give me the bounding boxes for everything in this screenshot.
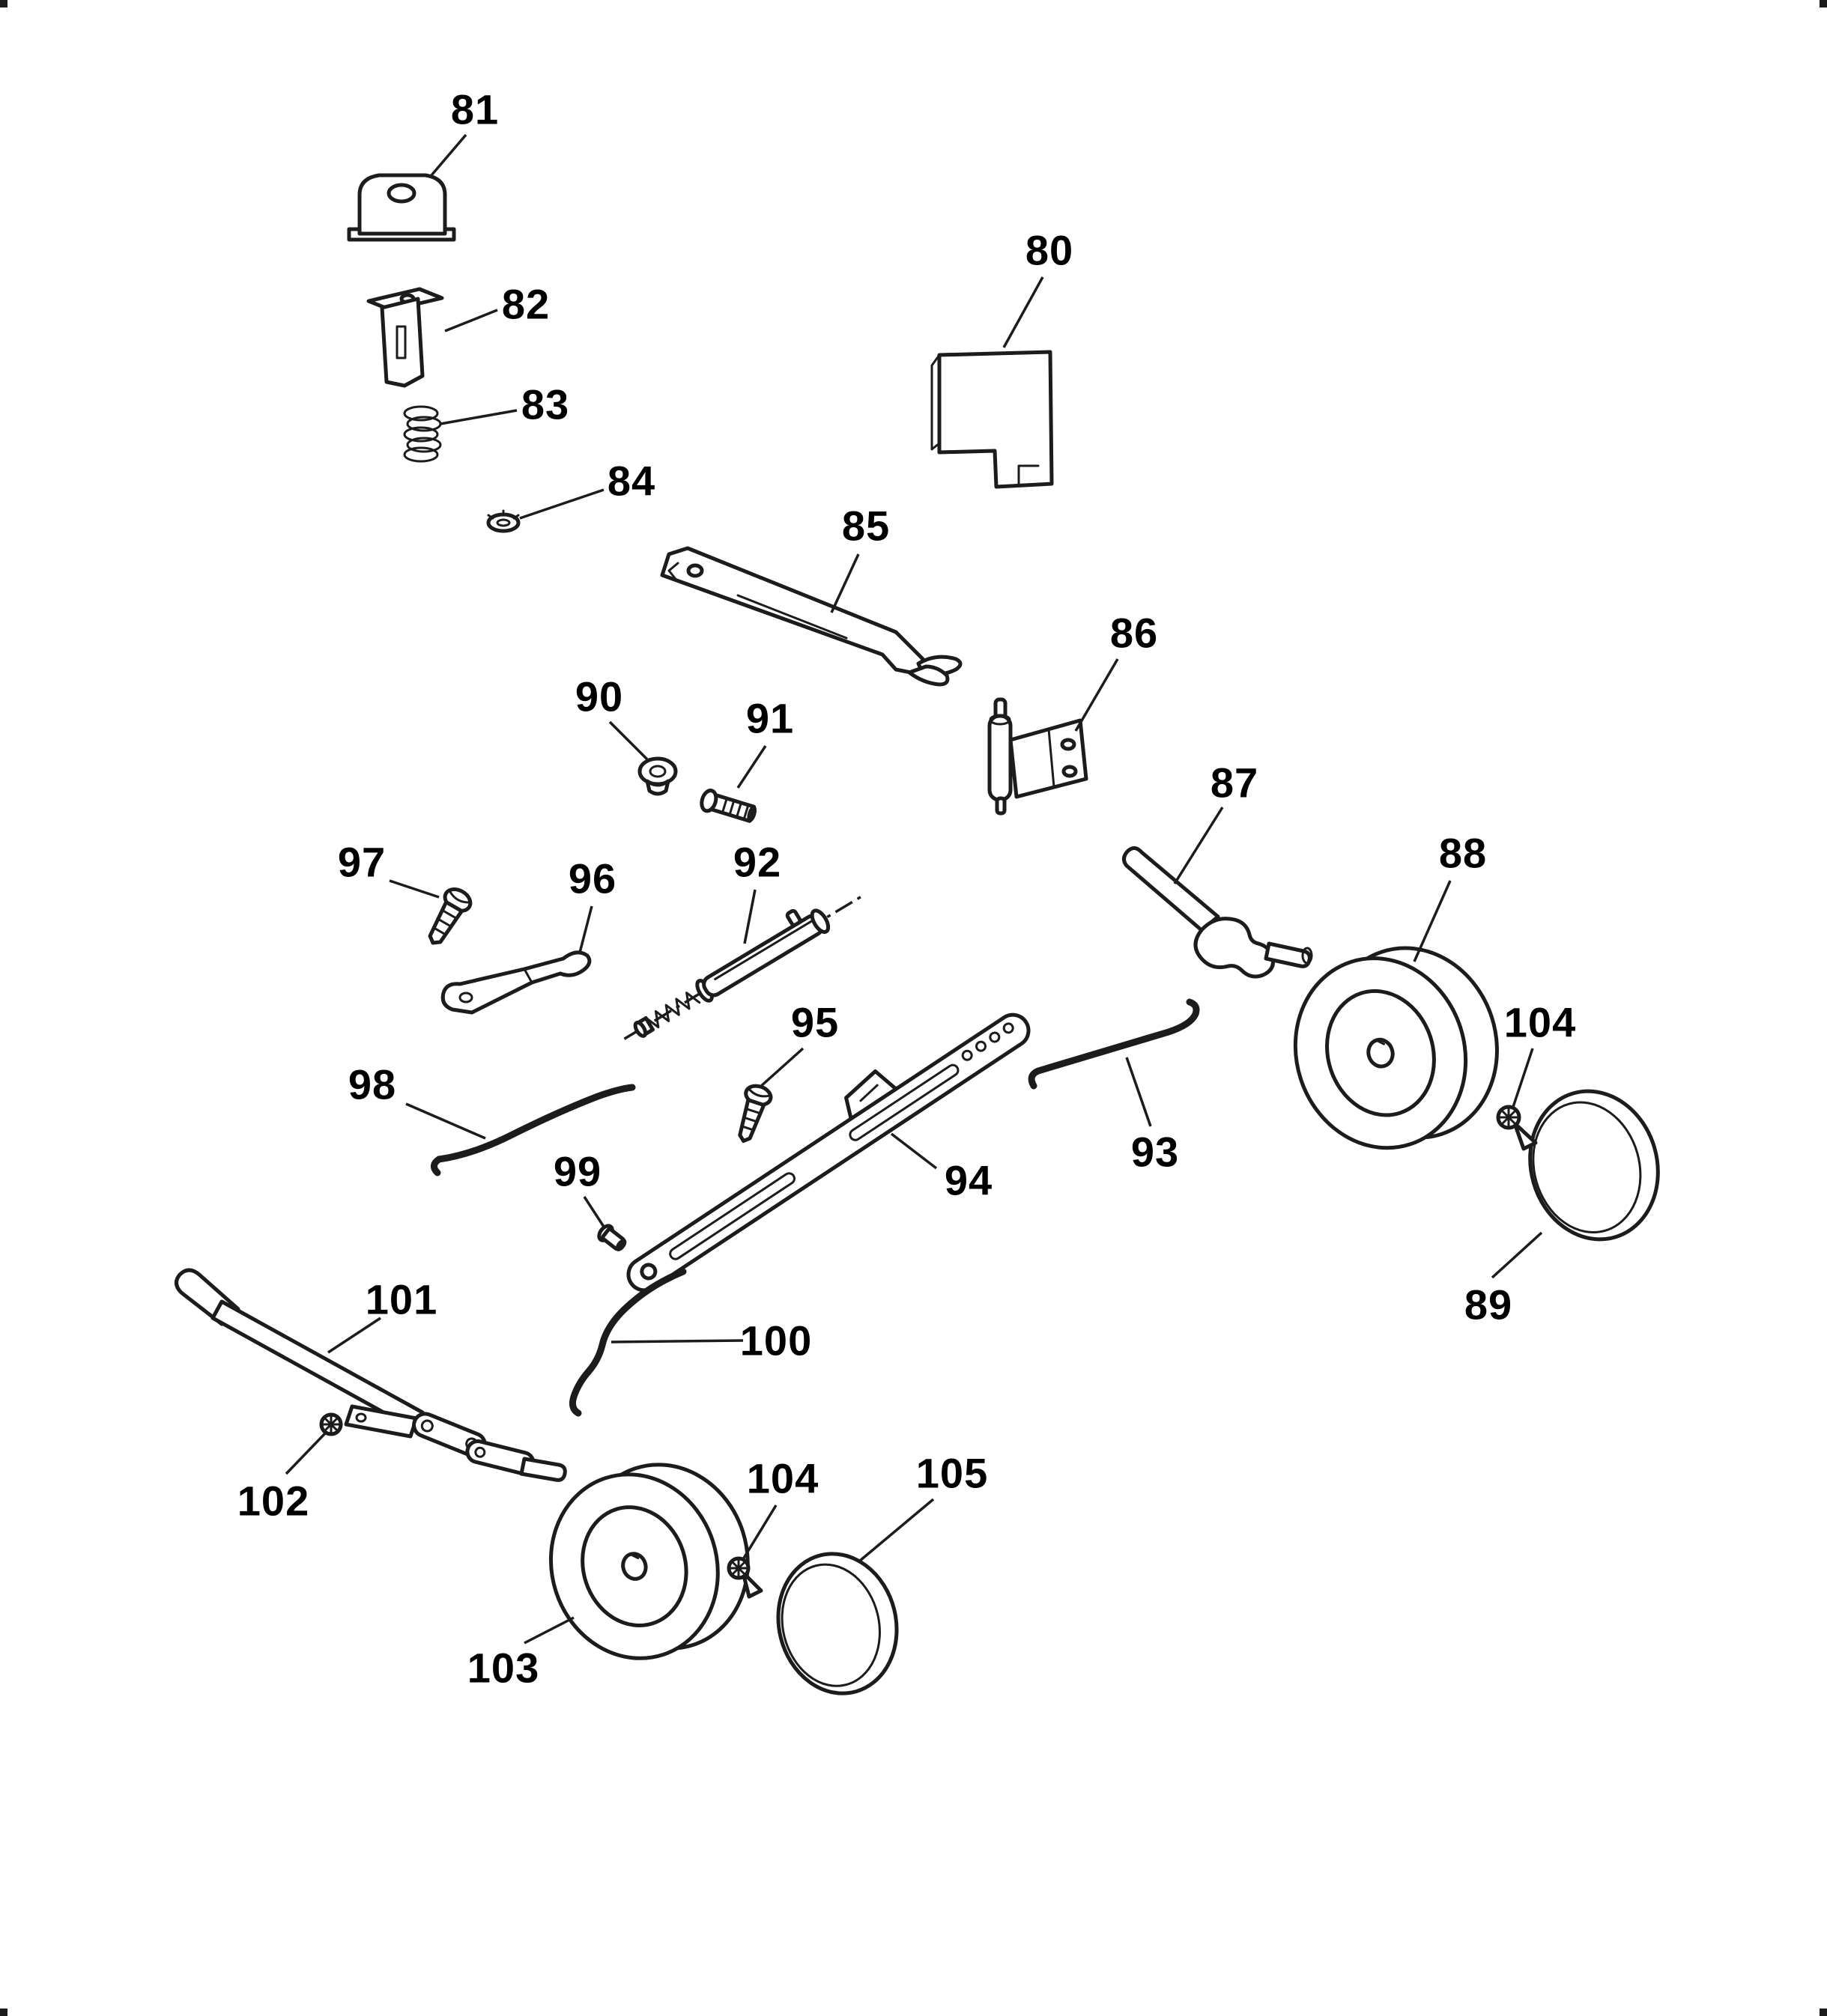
part-89-hubcap [1528, 1089, 1660, 1242]
leader-102 [285, 1432, 327, 1475]
part-102-push-nut [319, 1412, 343, 1436]
leader-98 [405, 1102, 486, 1140]
callout-104-bottom: 104 [746, 1454, 819, 1502]
part-100-link-rod [569, 1268, 687, 1417]
part-104-screw-right [1496, 1105, 1538, 1151]
callout-98: 98 [348, 1060, 397, 1108]
corner-mark [1820, 0, 1827, 7]
corner-mark [1820, 2009, 1827, 2016]
callout-84: 84 [607, 457, 656, 505]
leader-91 [736, 745, 767, 789]
leader-100 [610, 1339, 744, 1344]
leader-81 [430, 133, 467, 177]
callout-94: 94 [944, 1156, 993, 1204]
part-84-push-nut [486, 509, 521, 533]
leader-95 [758, 1047, 805, 1089]
leader-86 [1074, 658, 1119, 732]
leader-85 [830, 553, 860, 613]
part-82-bracket [366, 287, 444, 388]
part-104-screw-bottom [727, 1556, 763, 1599]
part-91-bolt [700, 789, 757, 823]
part-101-front-axle [175, 1268, 567, 1482]
leader-94 [890, 1132, 938, 1170]
callout-96: 96 [568, 854, 617, 902]
leader-84 [519, 488, 605, 520]
part-93-link-rod [1028, 998, 1200, 1090]
part-105-hubcap [776, 1552, 899, 1695]
part-86-hinge-bracket [987, 697, 1088, 816]
callout-101: 101 [365, 1275, 438, 1323]
callout-80: 80 [1025, 226, 1074, 274]
callout-103: 103 [467, 1644, 540, 1692]
part-80-bracket-plate [930, 350, 1054, 489]
leader-96 [578, 905, 593, 953]
callout-86: 86 [1109, 609, 1159, 657]
part-98-link-rod [431, 1084, 636, 1176]
leader-89 [1491, 1231, 1543, 1279]
callout-99: 99 [553, 1147, 602, 1195]
leader-88 [1413, 880, 1452, 962]
part-85-lift-lever [660, 546, 963, 687]
leader-80 [1002, 276, 1044, 348]
callout-83: 83 [521, 380, 570, 428]
part-97-screw [428, 887, 473, 945]
leader-103 [524, 1616, 575, 1645]
part-88-rear-wheel [1293, 946, 1499, 1150]
callout-102: 102 [237, 1477, 310, 1525]
callout-82: 82 [501, 280, 551, 328]
leader-99 [583, 1196, 605, 1227]
leader-104-right [1512, 1048, 1534, 1108]
leader-101 [327, 1317, 381, 1354]
callout-88: 88 [1438, 829, 1488, 877]
leader-87 [1173, 807, 1224, 884]
leader-90 [608, 720, 650, 762]
callout-91: 91 [745, 694, 795, 742]
part-99-bolt [597, 1224, 627, 1251]
callout-90: 90 [575, 672, 624, 720]
corner-mark [0, 2009, 7, 2016]
leader-97 [389, 879, 440, 899]
callout-95: 95 [790, 998, 840, 1046]
leader-83 [440, 409, 518, 425]
part-81-cap [347, 173, 456, 242]
part-94-adjuster-bracket [626, 1012, 1031, 1293]
callout-100: 100 [739, 1317, 813, 1364]
part-87-axle-arm [1122, 846, 1313, 979]
callout-93: 93 [1130, 1128, 1180, 1176]
callout-105: 105 [915, 1449, 989, 1497]
callout-92: 92 [733, 838, 782, 886]
callout-97: 97 [337, 838, 387, 886]
callout-104-right: 104 [1503, 998, 1577, 1046]
part-92-adjuster-rod [623, 895, 863, 1040]
callout-87: 87 [1210, 759, 1259, 807]
leader-93 [1125, 1057, 1152, 1127]
leader-104-bottom [742, 1505, 778, 1560]
corner-mark [0, 0, 7, 7]
part-103-front-wheel [548, 1463, 750, 1660]
part-83-spring [403, 405, 442, 463]
callout-leader-lines [285, 133, 1543, 1645]
callout-85: 85 [841, 502, 891, 550]
part-96-cam-bracket [440, 950, 592, 1015]
leader-92 [743, 889, 757, 944]
callout-89: 89 [1464, 1281, 1513, 1329]
callout-81: 81 [450, 85, 500, 133]
leader-105 [858, 1498, 935, 1562]
part-95-screw [738, 1084, 773, 1144]
leader-82 [444, 309, 498, 333]
part-90-washer [637, 756, 678, 796]
